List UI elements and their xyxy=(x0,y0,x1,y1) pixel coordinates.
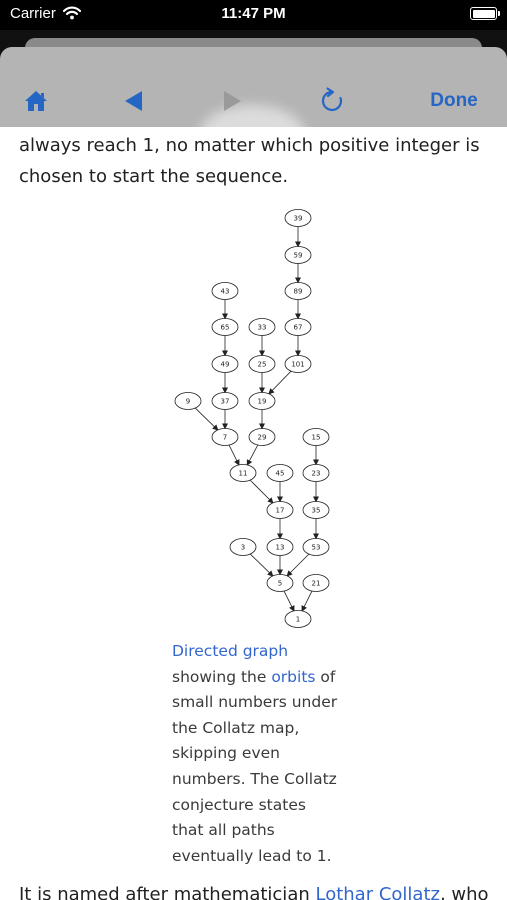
graph-node-1 xyxy=(284,610,312,628)
status-time: 11:47 PM xyxy=(221,5,286,22)
back-button[interactable] xyxy=(118,85,150,117)
battery-icon xyxy=(470,7,500,20)
status-bar: Carrier 11:47 PM xyxy=(0,0,507,30)
forward-button[interactable] xyxy=(216,85,248,117)
graph-edge-5-1 xyxy=(283,590,295,612)
graph-node-7 xyxy=(211,428,239,446)
graph-edge-21-1 xyxy=(301,590,313,612)
wifi-icon xyxy=(62,6,82,25)
graph-node-label-1: 1 xyxy=(296,616,300,624)
graph-node-label-43: 43 xyxy=(221,288,230,296)
graph-edge-9-7 xyxy=(194,407,219,431)
graph-node-label-5: 5 xyxy=(278,580,282,588)
directed-graph-link[interactable]: Directed graph xyxy=(172,642,289,660)
graph-node-label-9: 9 xyxy=(186,398,190,406)
graph-node-label-45: 45 xyxy=(276,470,285,478)
article-content: always reach 1, no matter which positive… xyxy=(0,127,507,900)
graph-node-21 xyxy=(302,574,330,592)
graph-node-29 xyxy=(248,428,276,446)
graph-node-25 xyxy=(248,355,276,373)
graph-node-49 xyxy=(211,355,239,373)
graph-node-59 xyxy=(284,246,312,264)
graph-node-label-29: 29 xyxy=(258,434,267,442)
graph-node-35 xyxy=(302,501,330,519)
graph-node-67 xyxy=(284,318,312,336)
graph-node-53 xyxy=(302,538,330,556)
graph-node-15 xyxy=(302,428,330,446)
graph-node-label-101: 101 xyxy=(291,361,304,369)
graph-node-9 xyxy=(174,392,202,410)
graph-node-label-13: 13 xyxy=(276,544,285,552)
caption-text-1: showing the xyxy=(172,667,272,686)
reload-button[interactable] xyxy=(316,85,350,117)
intro-line-1: always reach 1, no matter which positive… xyxy=(19,135,480,156)
graph-node-101 xyxy=(284,355,312,373)
intro-line-2: chosen to start the sequence. xyxy=(19,166,289,187)
browser-toolbar: Done xyxy=(0,75,507,127)
graph-node-23 xyxy=(302,464,330,482)
graph-node-label-11: 11 xyxy=(239,470,248,478)
graph-node-label-25: 25 xyxy=(258,361,267,369)
graph-edge-3-5 xyxy=(249,553,274,577)
graph-node-37 xyxy=(211,392,239,410)
graph-node-label-21: 21 xyxy=(312,580,321,588)
back-triangle-icon xyxy=(125,91,142,111)
graph-node-45 xyxy=(266,464,294,482)
home-button[interactable] xyxy=(22,85,50,117)
graph-node-label-23: 23 xyxy=(312,470,321,478)
graph-edge-53-5 xyxy=(286,553,310,577)
graph-node-label-65: 65 xyxy=(221,324,230,332)
graph-node-label-35: 35 xyxy=(312,507,321,515)
forward-triangle-icon xyxy=(224,91,241,111)
graph-node-39 xyxy=(284,209,312,227)
next-line-end: , who xyxy=(439,884,489,900)
home-icon xyxy=(25,91,47,111)
graph-node-label-37: 37 xyxy=(221,398,230,406)
article-next-line: It is named after mathematician Lothar C… xyxy=(19,879,489,900)
graph-node-label-3: 3 xyxy=(241,544,245,552)
graph-node-5 xyxy=(266,574,294,592)
orbits-link[interactable]: orbits xyxy=(271,667,316,686)
graph-node-89 xyxy=(284,282,312,300)
graph-edge-11-17 xyxy=(249,479,274,504)
graph-edge-101-19 xyxy=(268,370,292,395)
next-line-text: It is named after mathematician xyxy=(19,884,316,900)
graph-node-label-15: 15 xyxy=(312,434,321,442)
graph-node-17 xyxy=(266,501,294,519)
article-intro: always reach 1, no matter which positive… xyxy=(19,130,489,192)
graph-node-label-59: 59 xyxy=(294,252,303,260)
graph-node-label-53: 53 xyxy=(312,544,321,552)
graph-node-65 xyxy=(211,318,239,336)
graph-node-43 xyxy=(211,282,239,300)
graph-edge-7-11 xyxy=(228,444,240,466)
graph-edge-29-11 xyxy=(246,444,259,466)
graph-node-3 xyxy=(229,538,257,556)
graph-node-label-39: 39 xyxy=(294,215,303,223)
carrier-label: Carrier xyxy=(10,5,56,22)
graph-node-label-49: 49 xyxy=(221,361,230,369)
done-button[interactable]: Done xyxy=(430,90,478,111)
graph-node-13 xyxy=(266,538,294,556)
graph-node-11 xyxy=(229,464,257,482)
graph-node-label-19: 19 xyxy=(258,398,267,406)
lothar-collatz-link[interactable]: Lothar Collatz xyxy=(315,884,440,900)
graph-node-label-7: 7 xyxy=(223,434,227,442)
figure-caption: Directed graph showing the orbits of sma… xyxy=(172,639,342,869)
graph-node-33 xyxy=(248,318,276,336)
graph-node-label-89: 89 xyxy=(294,288,303,296)
graph-node-label-33: 33 xyxy=(258,324,267,332)
reload-icon xyxy=(321,87,343,112)
graph-node-19 xyxy=(248,392,276,410)
graph-node-label-17: 17 xyxy=(276,507,285,515)
caption-text-2: of small numbers under the Collatz map, … xyxy=(172,667,338,865)
graph-node-label-67: 67 xyxy=(294,324,303,332)
